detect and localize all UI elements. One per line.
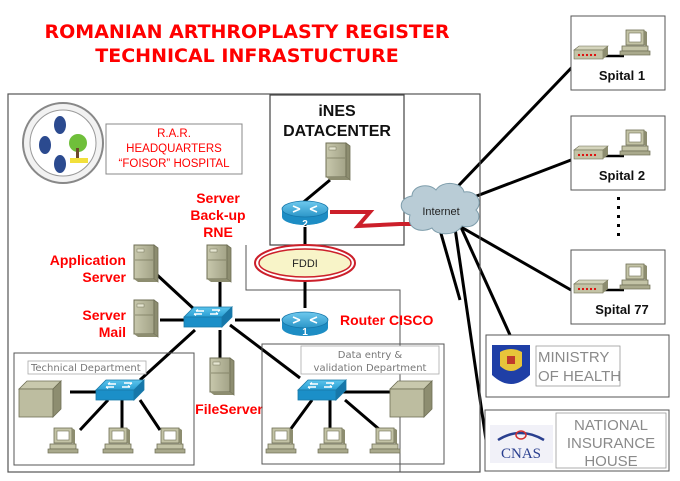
hq-label-box [105, 123, 243, 175]
diagram-title-line1: ROMANIAN ARTHROPLASTY REGISTER [45, 21, 450, 43]
spital-2-modem-icon [573, 145, 609, 160]
data-entry-department-label-line1: Data entry & [338, 350, 403, 361]
cnas-logo-icon: CNAS [490, 425, 553, 463]
application-server-icon [133, 244, 159, 283]
data-entry-pc-2-icon [317, 427, 349, 454]
ministry-label-line1: MINISTRY [538, 349, 609, 366]
mail-server-label-line1: Server [82, 307, 126, 323]
spital-77-modem-icon [573, 279, 609, 294]
data-entry-department-label-box [300, 345, 440, 375]
file-server-label: FileServer [195, 401, 263, 417]
data-entry-printer-icon [389, 380, 433, 418]
data-entry-department-frame [261, 343, 445, 465]
technical-switch-icon [95, 379, 145, 401]
backup-server-label-line1: Server [196, 190, 240, 206]
cnas-logo-text: CNAS [501, 446, 541, 462]
hospital-spital-77: Spital 77 [570, 249, 666, 325]
technical-department-label-box [27, 360, 147, 375]
fddi-label: FDDI [292, 258, 318, 270]
application-server-label-line1: Application [50, 252, 126, 268]
national-insurance-house: CNAS NATIONAL INSURANCE HOUSE [484, 409, 670, 472]
link-cloud-down [438, 229, 462, 301]
router-1-number: 1 [302, 327, 308, 338]
hq-label-line2: HEADQUARTERS [126, 143, 222, 155]
ellipsis-more-hospitals [617, 197, 620, 236]
backup-server-icon [206, 244, 232, 283]
link-insurance [453, 227, 488, 441]
data-entry-department-label-line2: validation Department [314, 363, 427, 374]
rar-seal-logo [22, 102, 104, 184]
technical-department-frame [13, 352, 195, 466]
fddi-ring-icon [254, 244, 356, 282]
data-entry-pc-3-icon [369, 427, 401, 454]
hq-label-line1: R.A.R. [157, 128, 191, 140]
datacenter-server-icon [325, 142, 351, 181]
spital-77-label: Spital 77 [595, 302, 648, 317]
core-switch-icon [183, 306, 233, 328]
link-ministry [458, 224, 512, 336]
hq-frame [7, 93, 481, 473]
romanian-coat-of-arms-icon [492, 345, 530, 384]
router-cisco-label: Router CISCO [340, 312, 433, 328]
link-spital-1 [438, 61, 578, 207]
data-entry-pc-1-icon [265, 427, 297, 454]
backup-server-label-line3: RNE [203, 224, 233, 240]
insurance-label-line1: NATIONAL [574, 417, 648, 434]
technical-pc-3-icon [154, 427, 186, 454]
spital-1-modem-icon [573, 45, 609, 60]
internet-cloud-icon [400, 183, 480, 235]
application-server-label-line2: Server [82, 269, 126, 285]
ministry-label-line2: OF HEALTH [538, 368, 621, 385]
datacenter-label-line1: iNES [318, 103, 356, 120]
serial-link [330, 210, 420, 229]
router-2-number: 2 [302, 219, 308, 230]
datacenter-label-line2: DATACENTER [283, 123, 391, 140]
technical-pc-1-icon [47, 427, 79, 454]
technical-department-label: Technical Department [30, 363, 141, 374]
internet-label: Internet [422, 206, 459, 218]
technical-pc-2-icon [102, 427, 134, 454]
insurance-label-line2: INSURANCE [567, 435, 655, 452]
backup-server-label-line2: Back-up [190, 207, 245, 223]
technical-printer-icon [18, 380, 62, 418]
mail-server-label-line2: Mail [99, 324, 126, 340]
hq-label-line3: “FOISOR” HOSPITAL [119, 158, 231, 170]
diagram-title-line2: TECHNICAL INFRASTUCTURE [95, 45, 398, 67]
ministry-of-health: MINISTRY OF HEALTH [485, 334, 670, 398]
mail-server-icon [133, 299, 159, 338]
hospital-spital-1: Spital 1 [570, 15, 666, 91]
hospital-spital-2: Spital 2 [570, 115, 666, 191]
file-server-icon [209, 357, 235, 396]
spital-2-label: Spital 2 [599, 168, 645, 183]
spital-1-label: Spital 1 [599, 68, 645, 83]
insurance-label-line3: HOUSE [584, 453, 637, 470]
data-entry-switch-icon [297, 379, 347, 401]
